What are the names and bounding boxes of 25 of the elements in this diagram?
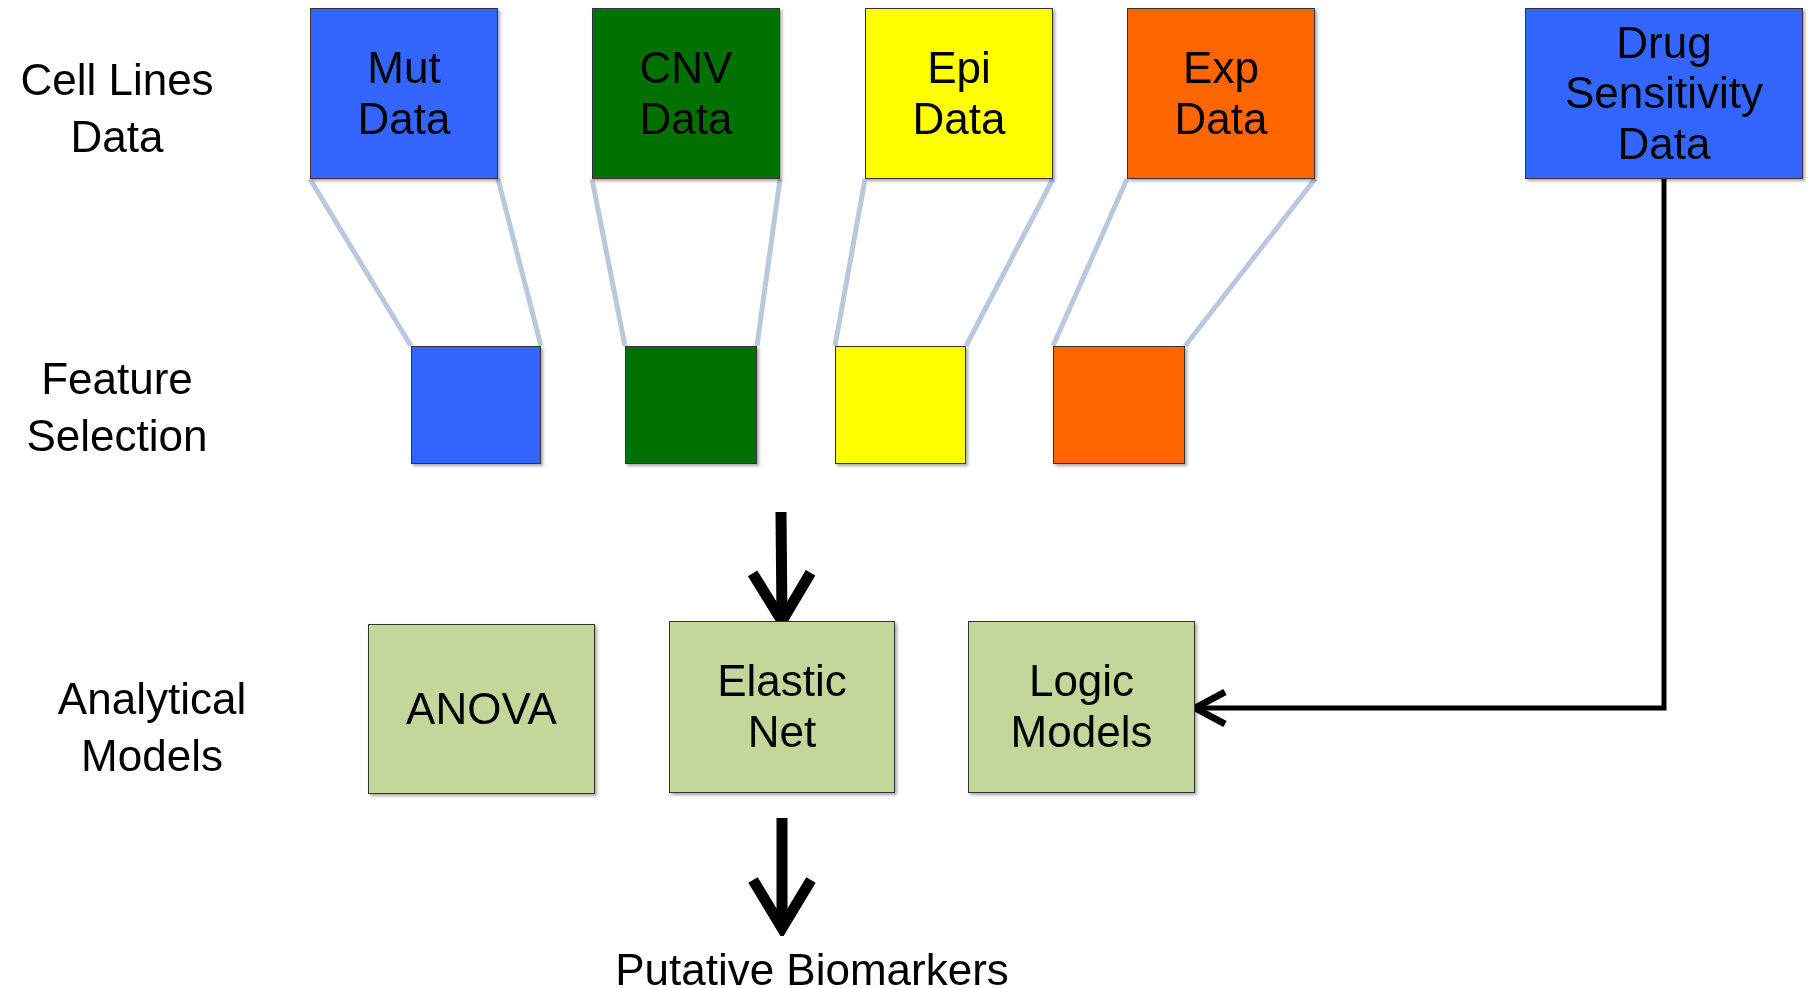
connector-line: [1050, 178, 1130, 347]
connector-line: [1183, 177, 1317, 348]
feature-box: [835, 346, 966, 464]
connector-line: [589, 178, 628, 347]
model-box: ANOVA: [368, 624, 595, 794]
row-label: Cell Lines Data: [19, 53, 215, 163]
feature-box: [625, 346, 757, 464]
connector-line: [754, 178, 783, 347]
feature-box: [411, 346, 541, 464]
data-box: CNV Data: [592, 8, 780, 179]
connector-line: [963, 177, 1056, 348]
data-box: Drug Sensitivity Data: [1525, 8, 1803, 179]
connector-line: [495, 178, 544, 347]
model-box: Elastic Net: [669, 621, 895, 793]
row-label: Analytical Models: [56, 672, 248, 782]
connector-line: [832, 178, 868, 347]
feature-box: [1053, 346, 1185, 464]
output-text: Putative Biomarkers: [615, 944, 1009, 988]
data-box: Epi Data: [865, 8, 1053, 179]
row-label: Feature Selection: [25, 352, 209, 462]
arrow: [747, 818, 817, 934]
data-box: Mut Data: [310, 8, 498, 179]
data-box: Exp Data: [1127, 8, 1315, 179]
model-box: Logic Models: [968, 621, 1195, 793]
connector-line: [307, 177, 414, 348]
